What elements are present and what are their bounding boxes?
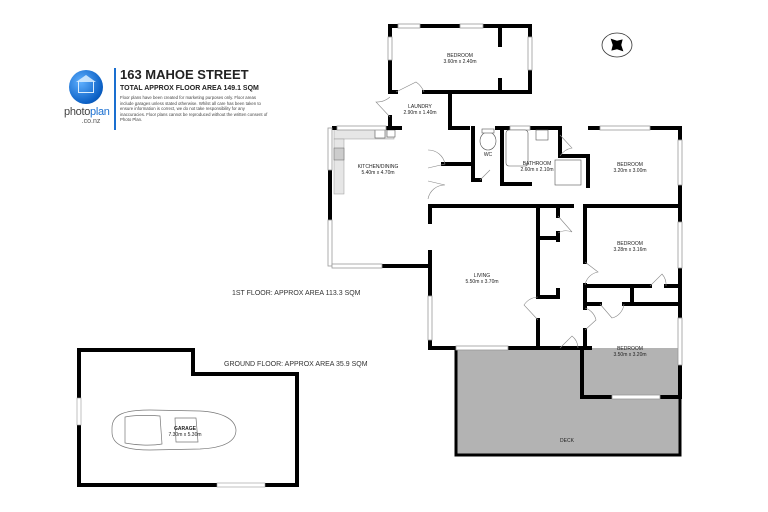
toilet-icon (479, 131, 497, 151)
total-floor-area: TOTAL APPROX FLOOR AREA 149.1 SQM (120, 85, 259, 92)
first-floor-area-label: 1ST FLOOR: APPROX AREA 113.3 SQM (232, 290, 361, 297)
shower-icon (554, 159, 582, 186)
house-logo-icon (69, 70, 103, 104)
logo-wordmark: photoplan (64, 106, 110, 118)
bathtub-icon (505, 129, 529, 167)
plan-header: photoplan .co.nz 163 MAHOE STREET TOTAL … (64, 64, 294, 134)
ground-floor-area-label: GROUND FLOOR: APPROX AREA 35.9 SQM (224, 361, 368, 368)
deck-area (456, 348, 680, 455)
disclaimer-text: Floor plans have been created for market… (120, 95, 268, 123)
logo-domain: .co.nz (81, 118, 101, 125)
kitchen-sink-icon (333, 147, 345, 161)
basin-icon (535, 129, 549, 141)
property-address: 163 MAHOE STREET (120, 67, 249, 82)
room-label-deck: DECK (560, 438, 574, 444)
photoplan-logo: photoplan .co.nz (64, 70, 112, 125)
header-divider (114, 68, 116, 130)
bathroom-fixtures (479, 128, 582, 186)
car-icon (111, 409, 237, 451)
room-label-wc: WC (483, 152, 493, 158)
compass-rose-icon (601, 32, 633, 58)
